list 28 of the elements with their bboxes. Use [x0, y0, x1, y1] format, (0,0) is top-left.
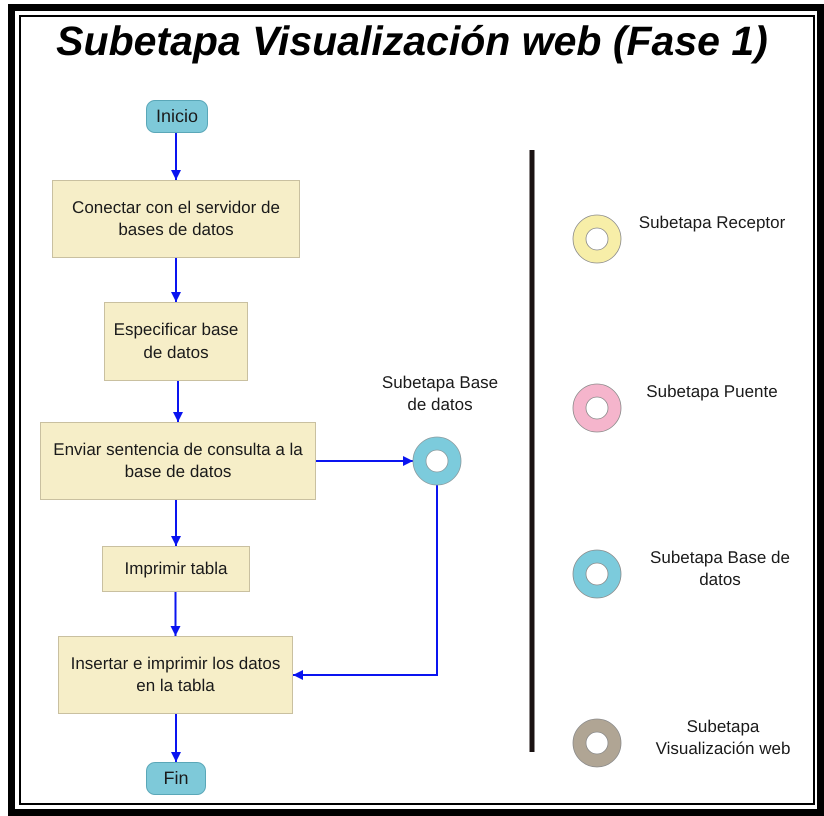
node-label: Enviar sentencia de consulta a la base de datos [52, 438, 304, 483]
process-box [58, 636, 293, 714]
process-box [104, 302, 248, 381]
legend-label: Subetapa Base de datos [649, 547, 791, 592]
node-label: Inicio [154, 104, 200, 128]
arrow [171, 714, 181, 762]
node-label: Especificar base de datos [112, 319, 240, 364]
arrow [171, 500, 181, 546]
terminal-box [146, 762, 206, 795]
legend-label: Subetapa Visualización web [654, 716, 792, 760]
process-box [102, 546, 250, 592]
title: Subetapa Visualización web (Fase 1) [55, 18, 769, 65]
arrow [171, 133, 181, 180]
node-label: Fin [162, 766, 190, 790]
legend-label: Subetapa Receptor [638, 212, 786, 234]
terminal-box [146, 100, 208, 133]
process-box [40, 422, 316, 500]
node-label: Insertar e imprimir los datos en la tabla [70, 652, 282, 697]
node-label: Conectar con el servidor de bases de datos [71, 196, 281, 241]
process-box [52, 180, 300, 258]
node-label: Subetapa Base de datos [380, 372, 500, 416]
legend-label: Subetapa Puente [645, 381, 779, 403]
arrow [171, 258, 181, 302]
node-label: Imprimir tabla [124, 558, 228, 580]
arrow [173, 381, 183, 422]
arrow [316, 456, 413, 466]
arrow [170, 592, 180, 636]
arrow [293, 485, 438, 680]
